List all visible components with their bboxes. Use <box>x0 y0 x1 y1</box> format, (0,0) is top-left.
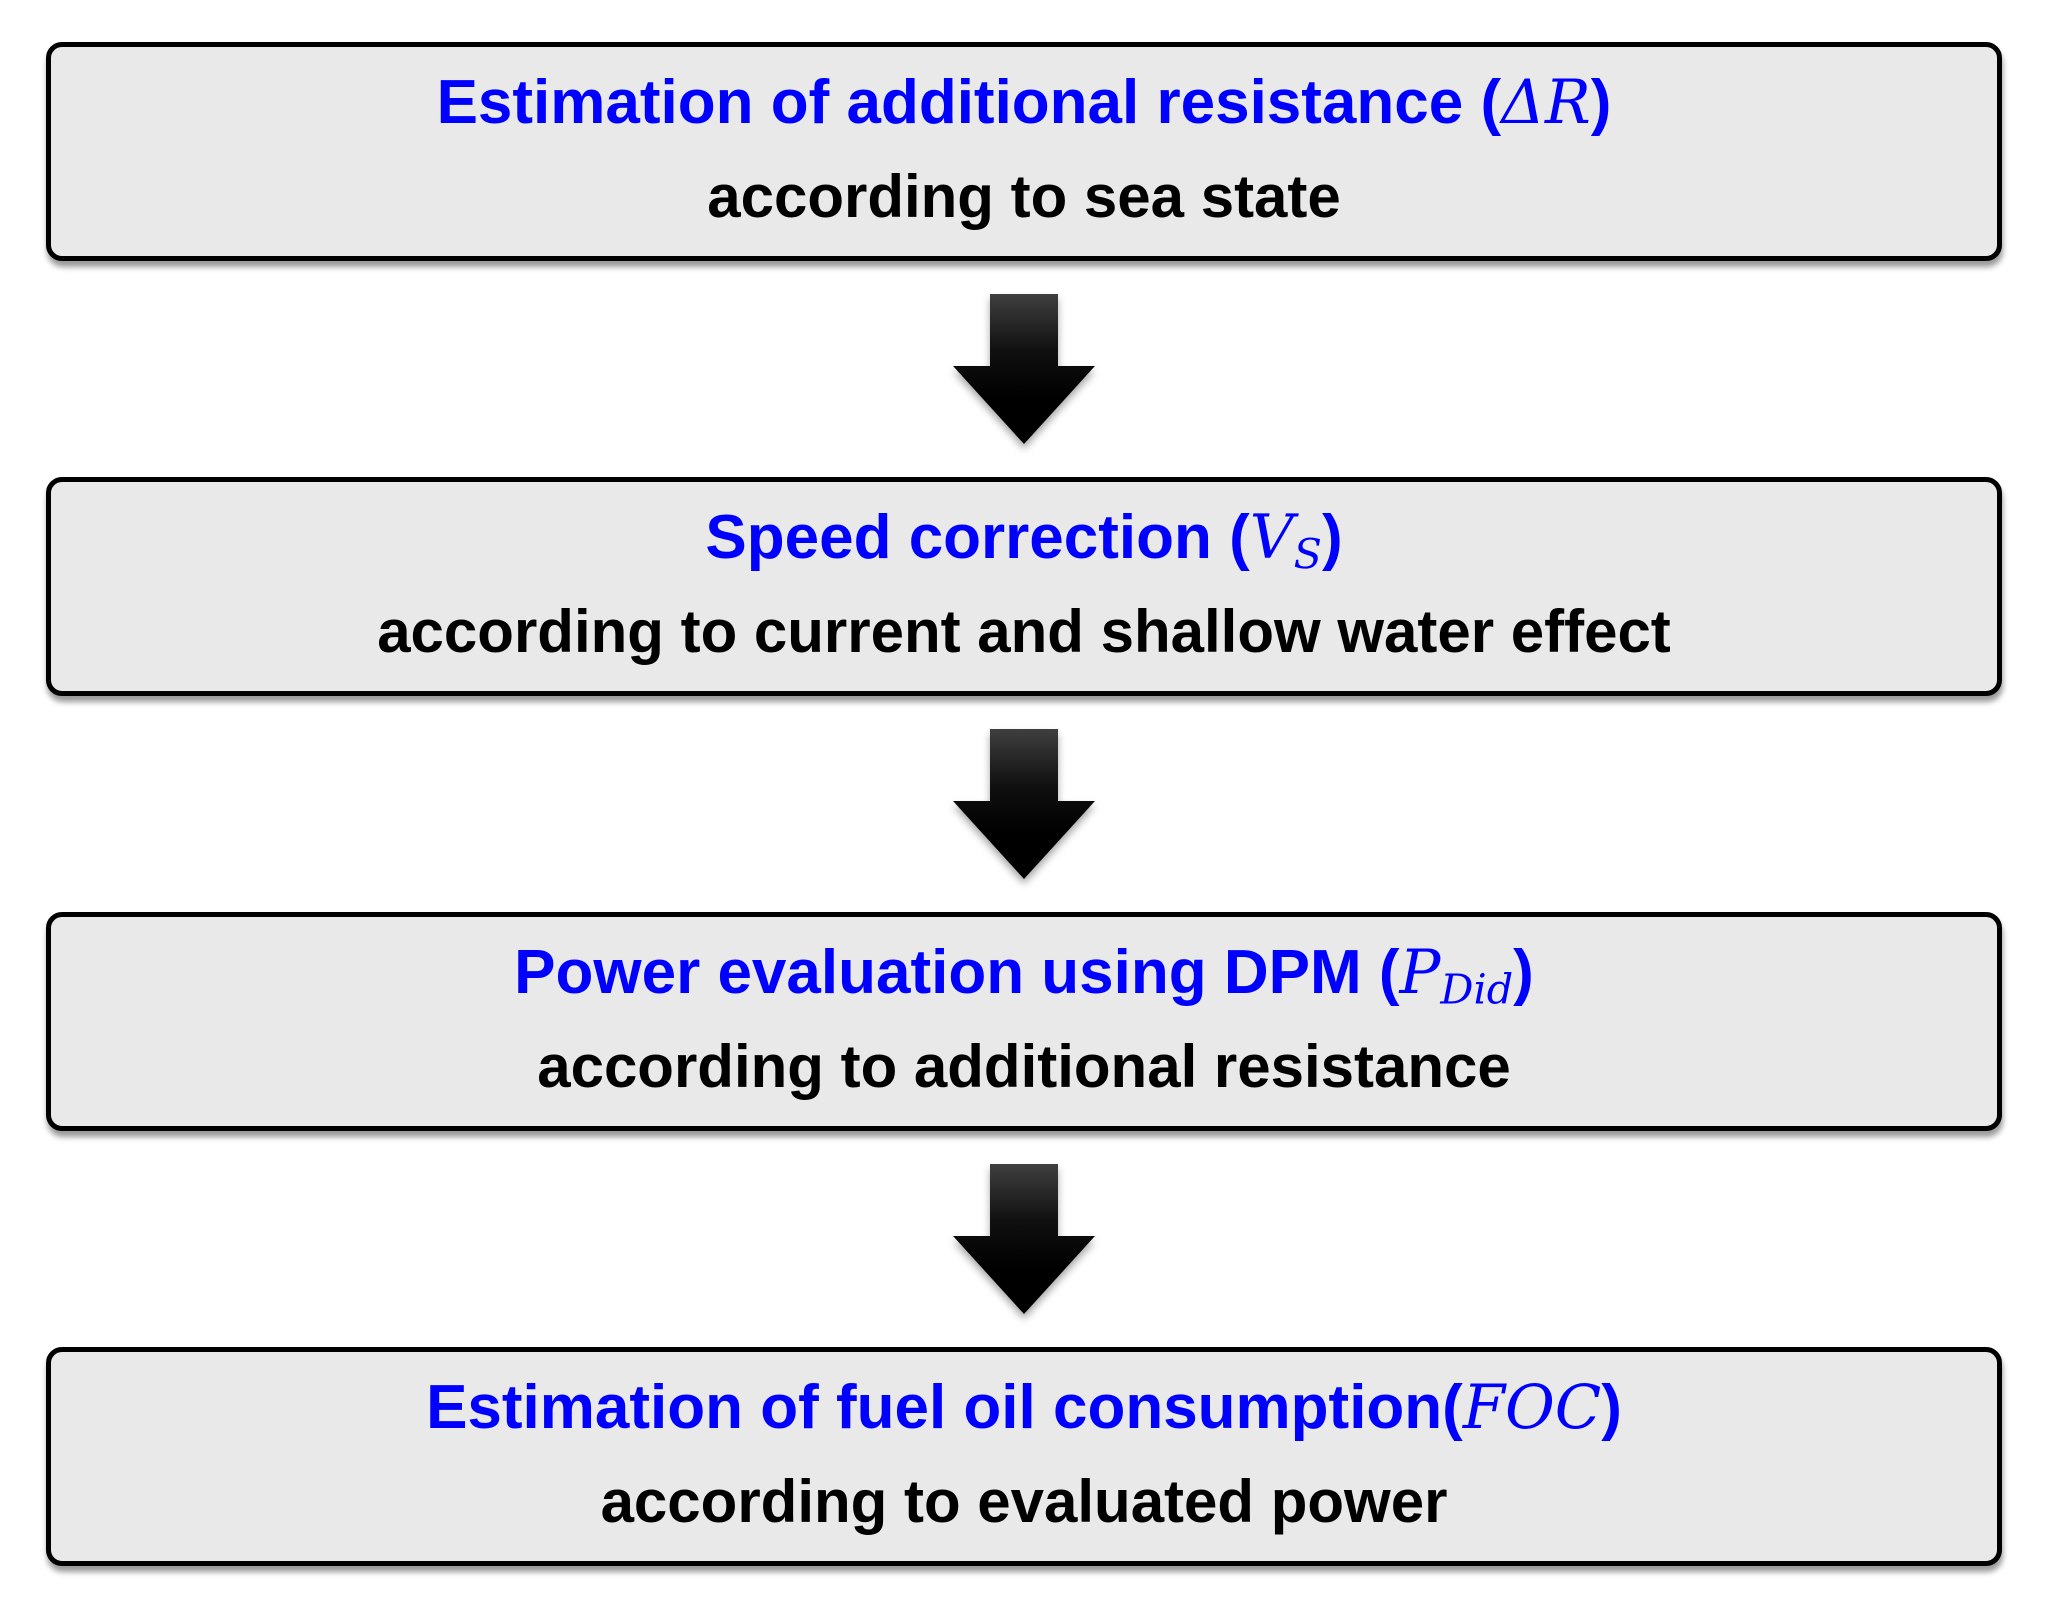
step-subtitle: according to current and shallow water e… <box>377 597 1671 665</box>
step-estimation-fuel-oil-consumption: Estimation of fuel oil consumption(FOC) … <box>46 1347 2002 1566</box>
math-symbol-vs: VS <box>1249 503 1322 579</box>
step-title: Power evaluation using DPM (PDid) <box>514 938 1534 1014</box>
arrow-zone-3 <box>46 1158 2002 1320</box>
down-block-arrow-icon <box>953 728 1095 879</box>
down-block-arrow-icon <box>953 1164 1095 1315</box>
arrow-zone-2 <box>46 723 2002 885</box>
step-subtitle: according to additional resistance <box>537 1032 1511 1100</box>
step-title: Estimation of additional resistance (ΔR) <box>436 68 1612 138</box>
step-title: Speed correction (VS) <box>705 503 1343 579</box>
step-speed-correction: Speed correction (VS) according to curre… <box>46 477 2002 696</box>
step-power-evaluation-dpm: Power evaluation using DPM (PDid) accord… <box>46 912 2002 1131</box>
step-subtitle: according to sea state <box>707 162 1341 230</box>
down-block-arrow-icon <box>953 293 1095 444</box>
step-subtitle: according to evaluated power <box>600 1467 1448 1535</box>
math-symbol-delta-r: ΔR <box>1501 68 1591 138</box>
math-symbol-p-did: PDid <box>1399 938 1514 1014</box>
step-title: Estimation of fuel oil consumption(FOC) <box>426 1373 1622 1444</box>
math-symbol-foc: FOC <box>1462 1373 1602 1444</box>
arrow-zone-1 <box>46 288 2002 450</box>
step-estimation-additional-resistance: Estimation of additional resistance (ΔR)… <box>46 42 2002 261</box>
